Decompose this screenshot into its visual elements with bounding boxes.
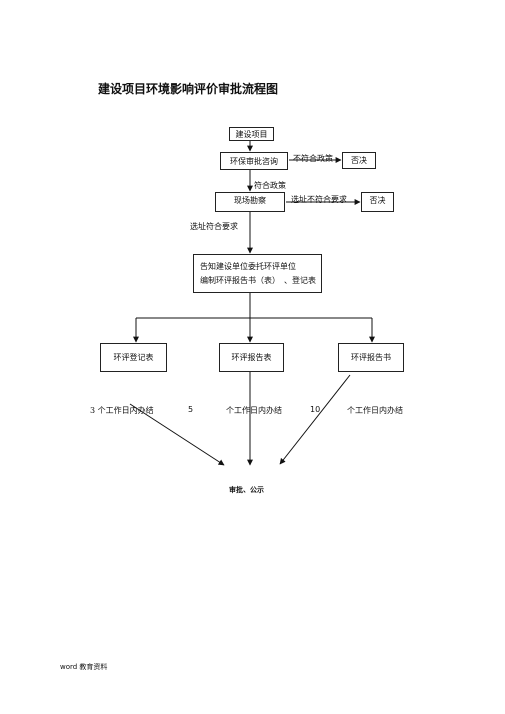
page-footer: word 教育资料 [60,663,108,671]
node-report-form: 环评报告表 [219,343,284,372]
duration-report-book-number: 10 [310,405,321,414]
label-policy-ok: 符合政策 [254,181,286,190]
label-not-policy: 不符合政策 [293,154,333,163]
node-reject-2: 否决 [361,192,394,212]
label-site-bad: 选址不符合要求 [291,195,347,204]
node-survey: 现场勘察 [215,192,285,212]
diagram-title: 建设项目环境影响评价审批流程图 [98,82,279,96]
node-project: 建设项目 [229,127,274,141]
node-approval: 审批、公示 [229,486,264,494]
arrow-registration-approval [129,403,225,466]
node-consult: 环保审批咨询 [220,152,288,170]
duration-report-form-text: 个工作日内办结 [226,406,282,415]
node-notify-line-2: 编制环评报告书（表） 、登记表 [200,275,316,285]
duration-report-book-text: 个工作日内办结 [347,406,403,415]
node-notify-line-1: 告知建设单位委托环评单位 [200,261,296,271]
arrow-report-book-approval [279,374,351,465]
duration-registration: 3 个工作日内办结 [90,406,154,415]
node-report-book: 环评报告书 [338,343,404,372]
node-registration: 环评登记表 [100,343,167,372]
node-notify: 告知建设单位委托环评单位 编制环评报告书（表） 、登记表 [193,254,322,293]
label-site-ok: 选址符合要求 [190,222,238,231]
duration-report-form-number: 5 [188,405,194,414]
node-reject-1: 否决 [342,152,376,169]
